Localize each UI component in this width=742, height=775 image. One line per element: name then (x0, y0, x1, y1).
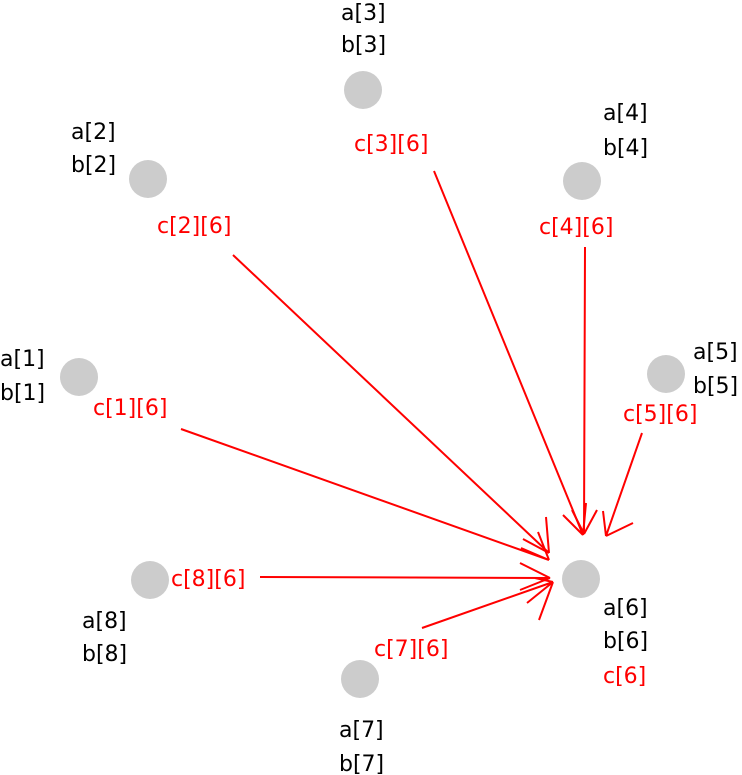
node-2-b-label: b[2] (71, 153, 116, 178)
edge-5-to-6 (602, 432, 643, 537)
node-8 (131, 561, 169, 599)
node-1-c-label: c[1][6] (93, 396, 167, 421)
node-1-b-label: b[1] (0, 381, 45, 406)
node-5-c-label: c[5][6] (623, 402, 697, 427)
node-8-b-label: b[8] (82, 642, 127, 667)
node-5-b-label: b[5] (693, 374, 738, 399)
edges (180, 170, 643, 629)
node-1 (60, 358, 98, 396)
node-4-a-label: a[4] (603, 101, 648, 126)
node-2-c-label: c[2][6] (157, 214, 231, 239)
node-3-b-label: b[3] (341, 33, 386, 58)
node-7 (341, 660, 379, 698)
node-8-c-label: c[8][6] (171, 567, 245, 592)
edge-1-to-6 (180, 428, 550, 561)
node-7-c-label: c[7][6] (374, 637, 448, 662)
node-1-a-label: a[1] (0, 347, 45, 372)
nodes (60, 71, 685, 698)
node-2 (129, 160, 167, 198)
node-7-b-label: b[7] (339, 752, 384, 775)
node-5-a-label: a[5] (693, 340, 738, 365)
node-6-b-label: b[6] (603, 629, 648, 654)
node-5 (647, 355, 685, 393)
node-4 (563, 162, 601, 200)
edge-7-to-6 (421, 577, 554, 629)
node-2-a-label: a[2] (71, 120, 116, 145)
node-3-c-label: c[3][6] (354, 132, 428, 157)
edge-2-to-6 (232, 254, 550, 554)
node-6 (562, 560, 600, 598)
node-6-a-label: a[6] (603, 596, 648, 621)
node-6-c-label: c[6] (603, 664, 646, 689)
node-8-a-label: a[8] (82, 609, 127, 634)
node-3-a-label: a[3] (341, 1, 386, 26)
edge-8-to-6 (259, 562, 551, 591)
node-4-b-label: b[4] (603, 136, 648, 161)
edge-4-to-6 (571, 246, 598, 535)
node-7-a-label: a[7] (339, 718, 384, 743)
node-4-c-label: c[4][6] (539, 215, 613, 240)
node-3 (344, 71, 382, 109)
